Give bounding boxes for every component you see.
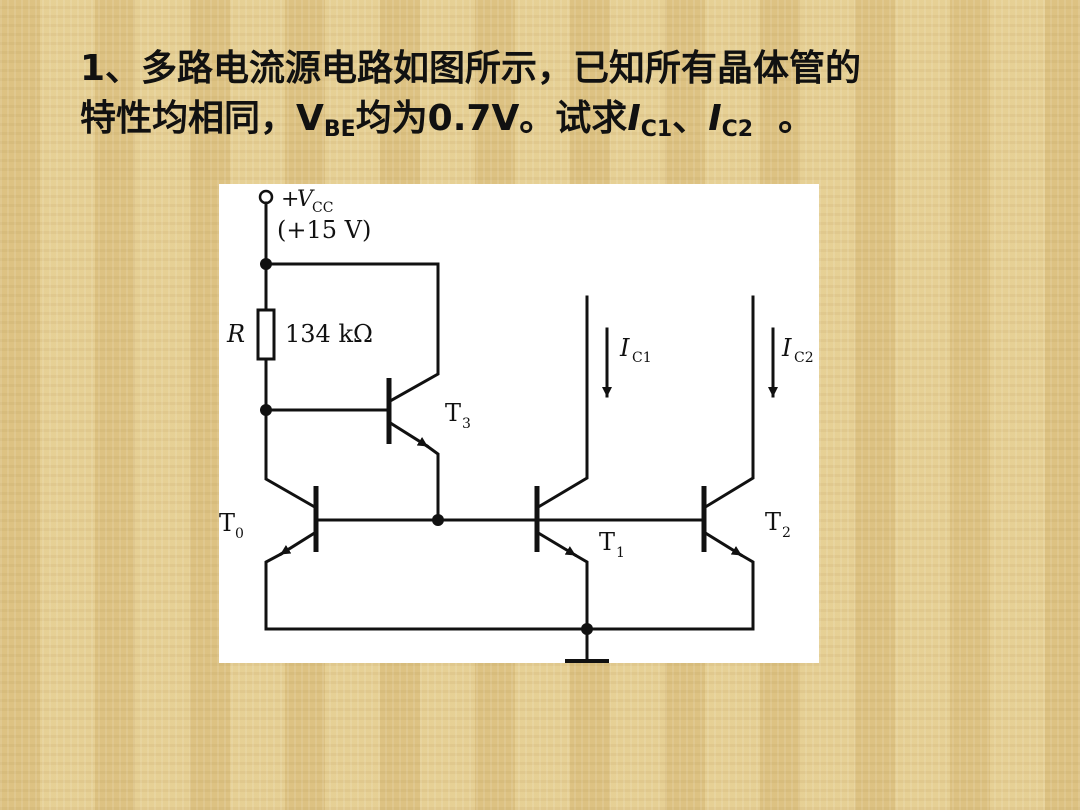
vcc-subscript: CC — [312, 200, 333, 216]
t0-emitter-wire — [264, 551, 284, 631]
t1-collector-wire — [537, 295, 589, 509]
vbe-subscript: BE — [323, 117, 356, 142]
t0-collector-wire — [264, 408, 316, 509]
ic1-symbol: I — [627, 98, 641, 139]
problem-statement: 1、多路电流源电路如图所示，已知所有晶体管的 特性均相同，VBE均为0.7V。试… — [80, 44, 1020, 144]
ic1-subscript: C1 — [640, 117, 673, 142]
diagram-ic1-subscript: C1 — [632, 350, 652, 366]
separator: 、 — [672, 98, 709, 139]
diagram-ic2-label: I — [781, 334, 792, 362]
t3-collector-wire — [264, 262, 440, 403]
vcc-terminal — [258, 189, 274, 205]
t3-emitter-arrow — [389, 421, 430, 449]
t1-emitter-wire — [572, 552, 589, 631]
t2-label: T — [765, 508, 781, 536]
t3-subscript: 3 — [462, 416, 471, 432]
circuit-diagram: + V CC (+15 V) R 134 kΩ T 3 T 0 — [219, 184, 819, 663]
problem-line-2: 特性均相同，VBE均为0.7V。试求IC1、IC2 。 — [80, 94, 1020, 144]
resistor-name-label: R — [226, 320, 245, 348]
problem-line-1: 1、多路电流源电路如图所示，已知所有晶体管的 — [80, 48, 862, 89]
diagram-ic2-subscript: C2 — [794, 350, 814, 366]
t3-label: T — [445, 399, 461, 427]
t2-emitter-wire — [738, 552, 755, 631]
t0-subscript: 0 — [235, 526, 244, 542]
base-node — [432, 514, 444, 526]
t1-label: T — [599, 528, 615, 556]
resistor-r — [256, 308, 276, 361]
t1-subscript: 1 — [616, 545, 625, 561]
diagram-ic1-label: I — [619, 334, 630, 362]
problem-line-2-part-a: 特性均相同，V — [80, 98, 324, 139]
t1-emitter-arrow — [537, 531, 578, 558]
t2-collector-wire — [704, 295, 755, 509]
vcc-plus-label: + — [281, 187, 299, 212]
circuit-svg: + V CC (+15 V) R 134 kΩ T 3 T 0 — [219, 187, 814, 663]
vcc-v-label: V — [297, 187, 315, 212]
t2-subscript: 2 — [782, 525, 791, 541]
ic2-symbol: I — [708, 98, 722, 139]
ic2-subscript: C2 — [721, 117, 754, 142]
t0-label: T — [219, 509, 235, 537]
problem-line-2-part-b: 均为0.7V。试求 — [355, 98, 628, 139]
t3-emitter-wire — [424, 443, 440, 522]
t2-emitter-arrow — [704, 531, 744, 558]
problem-line-2-end: 。 — [753, 98, 815, 139]
resistor-value-label: 134 kΩ — [285, 320, 373, 348]
vcc-value-label: (+15 V) — [277, 216, 371, 244]
t0-emitter-arrow — [278, 531, 316, 557]
